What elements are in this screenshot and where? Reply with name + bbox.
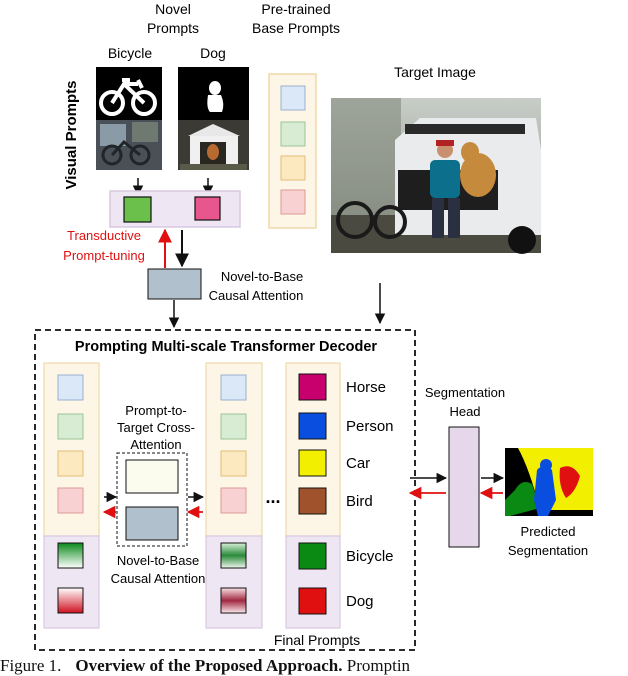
novel-prompts-label-1: Novel (155, 1, 191, 17)
pretrained-label-2: Base Prompts (252, 20, 340, 36)
ptt-label-1: Prompt-to- (125, 403, 186, 418)
mid-prompt-red-gradient (220, 587, 247, 614)
predicted-label-2: Segmentation (508, 543, 588, 558)
ptt-label-3: Attention (130, 437, 181, 452)
segmentation-mask (505, 448, 593, 516)
left-prompt-green-gradient (57, 542, 84, 569)
bicycle-photo (96, 120, 162, 170)
final-prompts-label: Final Prompts (274, 632, 360, 648)
bicycle-mask-icon (96, 67, 162, 120)
final-prompt-person-label: Person (346, 418, 394, 435)
top-causal-attention-box (147, 268, 202, 300)
dog-photo (178, 120, 249, 170)
dog-label: Dog (200, 45, 226, 61)
attention-dashed-frame (116, 452, 188, 547)
mid-prompt-green-gradient (220, 542, 247, 569)
cross-attention-box (125, 459, 179, 494)
seg-head-label-1: Segmentation (425, 385, 505, 400)
left-prompt-yellow (57, 450, 84, 477)
target-photo (331, 98, 541, 254)
novel-prompt-green (123, 196, 152, 223)
mid-prompt-green (220, 413, 247, 440)
pretrained-label-1: Pre-trained (261, 1, 330, 17)
mid-prompt-pink (220, 487, 247, 514)
seg-head-label-2: Head (449, 404, 480, 419)
final-prompt-horse-swatch (298, 373, 327, 401)
caption-bold: Overview of the Proposed Approach. (75, 656, 343, 675)
bottom-n2b-label-1: Novel-to-Base (117, 553, 199, 568)
caption-tail: Promptin (346, 656, 411, 675)
transductive-label-1: Transductive (67, 228, 141, 243)
bottom-n2b-label-2: Causal Attention (111, 571, 206, 586)
final-prompt-bicycle-swatch (298, 542, 327, 570)
mid-prompt-yellow (220, 450, 247, 477)
final-prompt-car-swatch (298, 449, 327, 477)
decoder-title: Prompting Multi-scale Transformer Decode… (75, 339, 378, 355)
mid-prompt-blue (220, 374, 247, 401)
transductive-label-2: Prompt-tuning (63, 248, 145, 263)
base-prompt-green (280, 121, 306, 147)
left-prompt-red-gradient (57, 587, 84, 614)
top-n2b-label-2: Causal Attention (209, 288, 304, 303)
base-prompt-yellow (280, 155, 306, 181)
left-prompt-blue (57, 374, 84, 401)
bicycle-label: Bicycle (108, 45, 153, 61)
final-prompt-dog-swatch (298, 587, 327, 615)
final-prompt-person-swatch (298, 412, 327, 440)
final-prompt-bird-swatch (298, 487, 327, 515)
final-prompt-dog-label: Dog (346, 593, 374, 610)
left-prompt-green (57, 413, 84, 440)
final-prompt-bicycle-label: Bicycle (346, 548, 394, 565)
final-prompt-bird-label: Bird (346, 493, 373, 510)
final-prompt-car-label: Car (346, 455, 370, 472)
visual-prompts-label: Visual Prompts (63, 81, 80, 190)
base-prompt-blue (280, 85, 306, 111)
segmentation-head-box (448, 426, 480, 548)
novel-prompts-label-2: Prompts (147, 20, 199, 36)
predicted-label-1: Predicted (521, 524, 576, 539)
ellipsis: ... (265, 487, 280, 507)
figure-caption: Figure 1. Overview of the Proposed Approa… (0, 656, 628, 676)
left-prompt-pink (57, 487, 84, 514)
bottom-causal-attention-box (125, 506, 179, 541)
base-prompt-pink (280, 189, 306, 215)
novel-prompt-pink (194, 196, 221, 221)
target-image-label: Target Image (394, 64, 476, 80)
caption-lead: Figure 1. (0, 656, 62, 675)
final-prompt-horse-label: Horse (346, 379, 386, 396)
dog-mask-icon (178, 67, 249, 120)
top-n2b-label-1: Novel-to-Base (221, 269, 303, 284)
ptt-label-2: Target Cross- (117, 420, 195, 435)
